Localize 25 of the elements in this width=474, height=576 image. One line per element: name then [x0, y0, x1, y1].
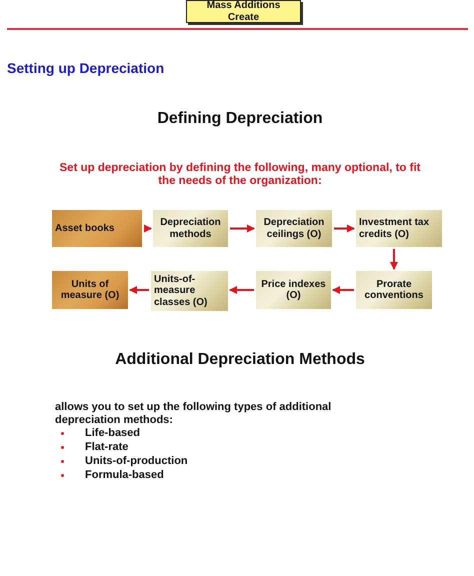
- arrow: [229, 286, 254, 294]
- process-box: Depreciation methods: [153, 210, 228, 247]
- list-item: Life-based: [85, 427, 142, 440]
- slide-title: Defining Depreciation: [156, 110, 324, 128]
- list-item: Flat-rate: [85, 441, 130, 454]
- process-box: Units of measure (O): [52, 271, 128, 309]
- process-box: Price indexes (O): [256, 271, 331, 309]
- arrow: [144, 224, 152, 232]
- step-button: Mass Additions Create: [186, 0, 301, 23]
- process-box: Investment tax credits (O): [356, 210, 442, 247]
- intro-paragraph: allows you to set up the following types of additional depreciation methods:: [55, 401, 332, 426]
- process-box: Depreciation ceilings (O): [256, 210, 332, 247]
- process-box: Asset books: [52, 210, 142, 247]
- process-box: Units-of-measure classes (O): [151, 271, 228, 311]
- arrow: [334, 224, 355, 232]
- process-box: Prorate conventions: [356, 271, 432, 309]
- arrow: [230, 224, 255, 232]
- slide-title: Additional Depreciation Methods: [114, 351, 366, 370]
- instruction-text: Set up depreciation by defining the following, many optional, to fit the needs of the organization:: [58, 162, 422, 188]
- arrow: [129, 286, 149, 294]
- section-heading: Setting up Depreciation: [7, 60, 166, 76]
- list-item: Formula-based: [85, 469, 165, 482]
- arrow: [390, 249, 398, 270]
- arrow: [332, 286, 354, 294]
- list-item: Units-of-production: [85, 455, 189, 468]
